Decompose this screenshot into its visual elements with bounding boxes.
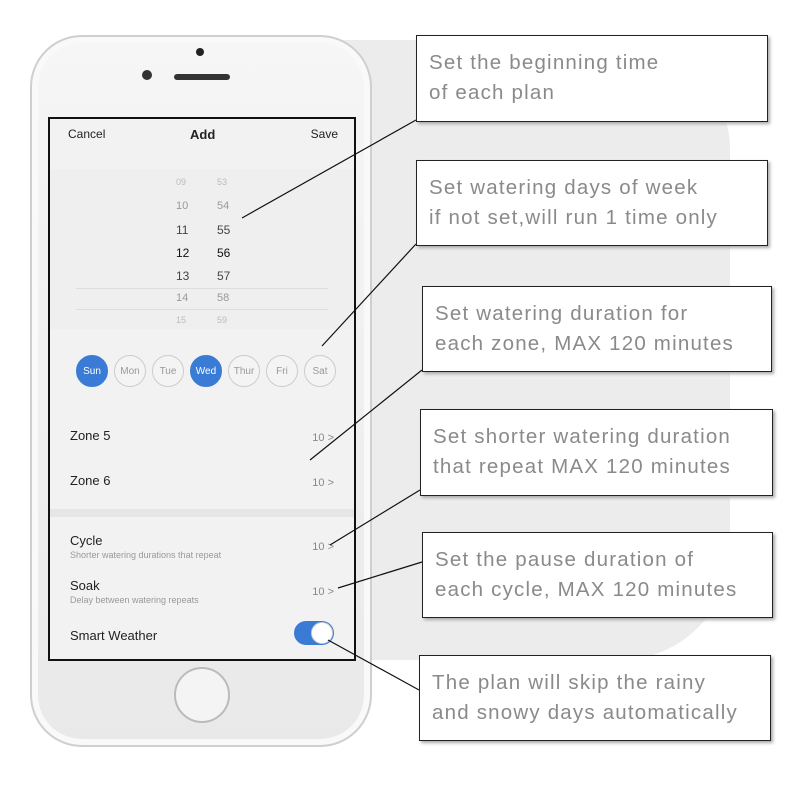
save-button[interactable]: Save	[310, 127, 338, 141]
day-thur[interactable]: Thur	[228, 355, 260, 387]
callout-line	[241, 119, 417, 219]
front-camera-icon	[142, 70, 152, 80]
cycle-label: Cycle	[70, 533, 103, 548]
minute-value: 54	[217, 200, 230, 212]
zone-5-row[interactable]: Zone 5 10 >	[70, 428, 334, 444]
app-screen: Cancel Add Save 09 53 10 54 11 55 12 56 13 57 14 58…	[48, 117, 356, 661]
callout-line	[309, 369, 423, 461]
day-sat[interactable]: Sat	[304, 355, 336, 387]
cycle-description: Shorter watering durations that repeat	[70, 550, 222, 560]
day-sun[interactable]: Sun	[76, 355, 108, 387]
zone-6-label: Zone 6	[70, 473, 111, 488]
callout-line	[321, 243, 417, 347]
camera-icon	[196, 48, 204, 56]
minute-value: 58	[217, 292, 230, 304]
callout-line	[337, 561, 423, 589]
time-picker[interactable]: 09 53 10 54 11 55 12 56 13 57 14 58 15 59	[50, 169, 354, 329]
minute-value: 57	[217, 269, 231, 283]
callout-line	[329, 489, 421, 546]
zone-6-row[interactable]: Zone 6 10 >	[70, 473, 334, 489]
zone-5-label: Zone 5	[70, 428, 111, 443]
callout-line	[327, 639, 420, 691]
cancel-button[interactable]: Cancel	[68, 127, 106, 141]
soak-value: 10 >	[312, 586, 334, 598]
soak-description: Delay between watering repeats	[70, 595, 199, 605]
minute-value: 59	[217, 315, 228, 325]
minute-value: 56	[217, 246, 231, 260]
picker-selection	[76, 288, 328, 310]
smart-weather-toggle[interactable]	[294, 621, 334, 645]
day-mon[interactable]: Mon	[114, 355, 146, 387]
cycle-value: 10 >	[312, 541, 334, 553]
hour-value: 15	[176, 315, 187, 325]
day-wed[interactable]: Wed	[190, 355, 222, 387]
page-title: Add	[190, 127, 216, 142]
soak-label: Soak	[70, 578, 100, 593]
hour-value: 10	[176, 200, 189, 212]
hour-value: 11	[176, 223, 189, 237]
day-tue[interactable]: Tue	[152, 355, 184, 387]
toggle-knob	[311, 622, 333, 644]
smart-weather-row: Smart Weather	[70, 628, 334, 643]
minute-value: 55	[217, 223, 231, 237]
minute-value: 53	[217, 177, 228, 187]
section-divider	[50, 509, 354, 517]
day-fri[interactable]: Fri	[266, 355, 298, 387]
hour-value: 14	[176, 292, 189, 304]
hour-value: 12	[176, 246, 190, 260]
home-button[interactable]	[174, 667, 230, 723]
speaker-grille	[174, 74, 230, 80]
hour-value: 13	[176, 269, 190, 283]
hour-value: 09	[176, 177, 187, 187]
zone-5-value: 10 >	[312, 432, 334, 444]
smart-weather-label: Smart Weather	[70, 628, 158, 643]
zone-6-value: 10 >	[312, 477, 334, 489]
